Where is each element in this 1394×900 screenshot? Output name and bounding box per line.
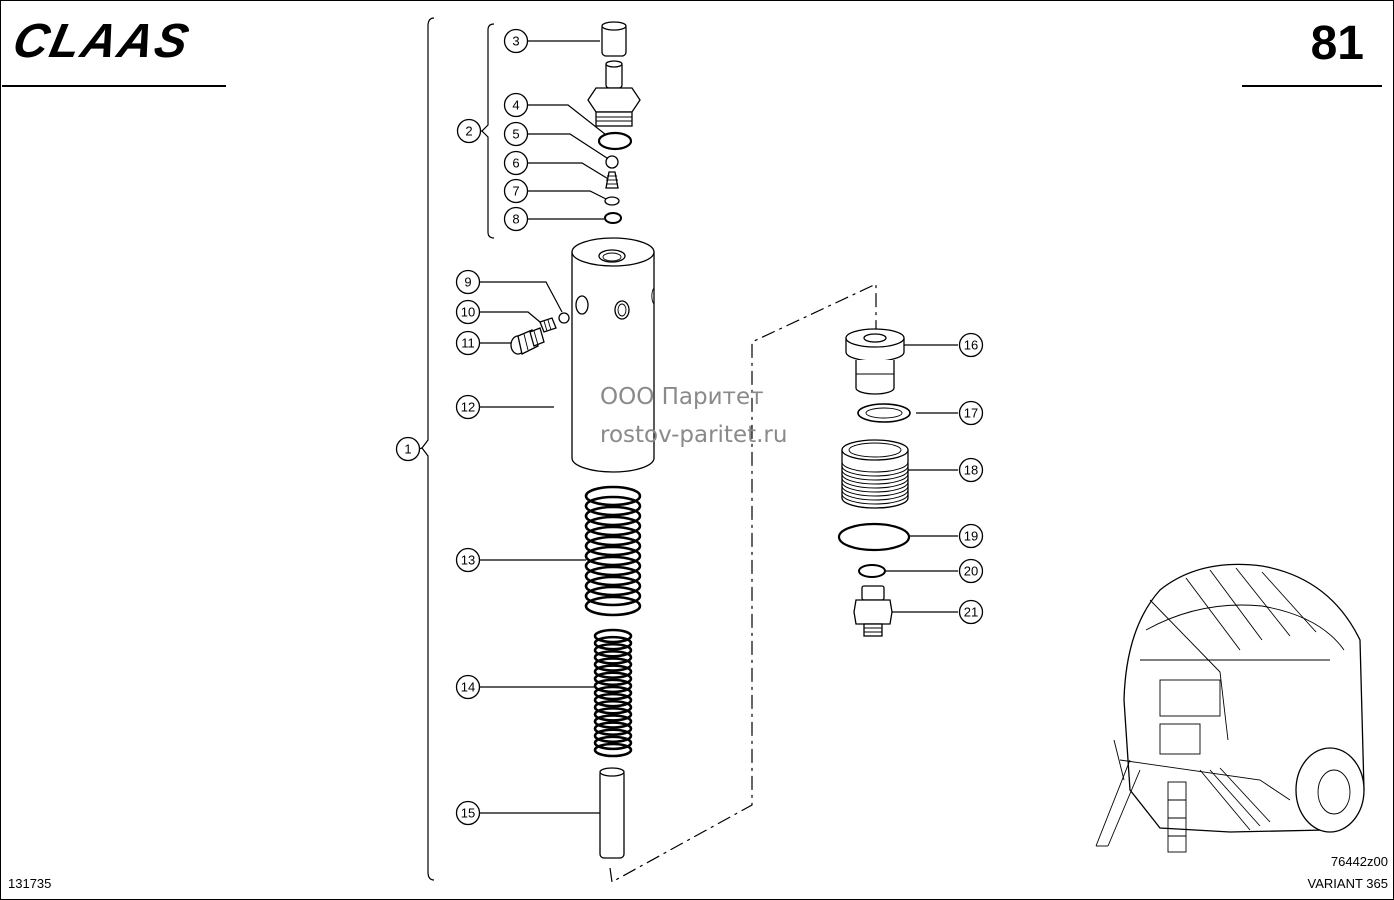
- part-15-pin: [599, 767, 625, 859]
- callout-14: 14: [455, 674, 481, 700]
- callout-11: 11: [455, 330, 481, 356]
- callout-6: 6: [503, 150, 529, 176]
- svg-text:10: 10: [461, 305, 475, 320]
- svg-text:1: 1: [404, 442, 411, 457]
- bracket-assembly-2: [481, 23, 495, 239]
- svg-text:14: 14: [461, 680, 475, 695]
- callout-10: 10: [455, 299, 481, 325]
- callout-8: 8: [503, 206, 529, 232]
- part-19-oring: [837, 522, 911, 552]
- part-3-cap: [601, 21, 627, 57]
- svg-text:8: 8: [512, 212, 519, 227]
- callout-21: 21: [958, 599, 984, 625]
- assembly-axis-dashed: [609, 283, 877, 883]
- callout-9: 9: [455, 269, 481, 295]
- part-4-oring: [597, 131, 633, 151]
- part-20-oring: [858, 564, 886, 578]
- svg-text:17: 17: [964, 406, 978, 421]
- bracket-assembly-1: [421, 17, 435, 881]
- callout-2: 2: [456, 118, 482, 144]
- svg-text:13: 13: [461, 553, 475, 568]
- svg-text:18: 18: [964, 463, 978, 478]
- drawing-number: 76442z00: [1330, 854, 1388, 869]
- callout-5: 5: [503, 121, 529, 147]
- header-rule-left: [2, 85, 226, 87]
- part-2-nipple: [587, 60, 641, 127]
- callout-7: 7: [503, 178, 529, 204]
- leader-lines: [418, 40, 958, 814]
- part-9-ball: [558, 312, 570, 324]
- svg-text:9: 9: [464, 275, 471, 290]
- callout-12: 12: [455, 394, 481, 420]
- part-6-spring: [605, 171, 619, 189]
- svg-text:6: 6: [512, 156, 519, 171]
- page-number: 81: [1310, 17, 1364, 70]
- part-11-plug: [510, 327, 545, 355]
- callout-1: 1: [395, 436, 421, 462]
- baler-overview-illustration: [1095, 563, 1365, 853]
- svg-text:21: 21: [964, 605, 978, 620]
- svg-text:16: 16: [964, 338, 978, 353]
- part-12-housing: [571, 237, 655, 473]
- part-21-fitting: [853, 585, 893, 637]
- part-18-sleeve: [841, 439, 909, 509]
- part-16-bushing: [845, 328, 905, 395]
- svg-text:5: 5: [512, 127, 519, 142]
- watermark-line-1: ООО Паритет: [600, 384, 764, 410]
- part-14-spring: [593, 628, 633, 758]
- header-rule-right: [1242, 85, 1382, 87]
- model-name: VARIANT 365: [1307, 876, 1388, 891]
- part-10-spring: [539, 317, 557, 333]
- callout-4: 4: [503, 92, 529, 118]
- watermark-line-2: rostov-paritet.ru: [600, 422, 788, 448]
- callout-15: 15: [455, 800, 481, 826]
- document-number: 131735: [8, 876, 52, 891]
- svg-text:11: 11: [461, 336, 475, 351]
- callout-3: 3: [503, 28, 529, 54]
- svg-text:4: 4: [512, 98, 519, 113]
- svg-text:19: 19: [964, 529, 978, 544]
- callout-20: 20: [958, 558, 984, 584]
- callout-16: 16: [958, 332, 984, 358]
- callout-13: 13: [455, 547, 481, 573]
- callout-19: 19: [958, 523, 984, 549]
- svg-text:2: 2: [465, 124, 472, 139]
- part-5-ball: [605, 155, 619, 169]
- svg-text:7: 7: [512, 184, 519, 199]
- svg-text:3: 3: [512, 34, 519, 49]
- svg-text:20: 20: [964, 564, 978, 579]
- svg-text:15: 15: [461, 806, 475, 821]
- callout-17: 17: [958, 400, 984, 426]
- svg-text:12: 12: [461, 400, 475, 415]
- part-7-washer: [604, 196, 620, 206]
- part-17-ring: [857, 403, 911, 423]
- callout-18: 18: [958, 457, 984, 483]
- part-8-washer: [604, 212, 622, 224]
- part-13-spring: [584, 485, 642, 617]
